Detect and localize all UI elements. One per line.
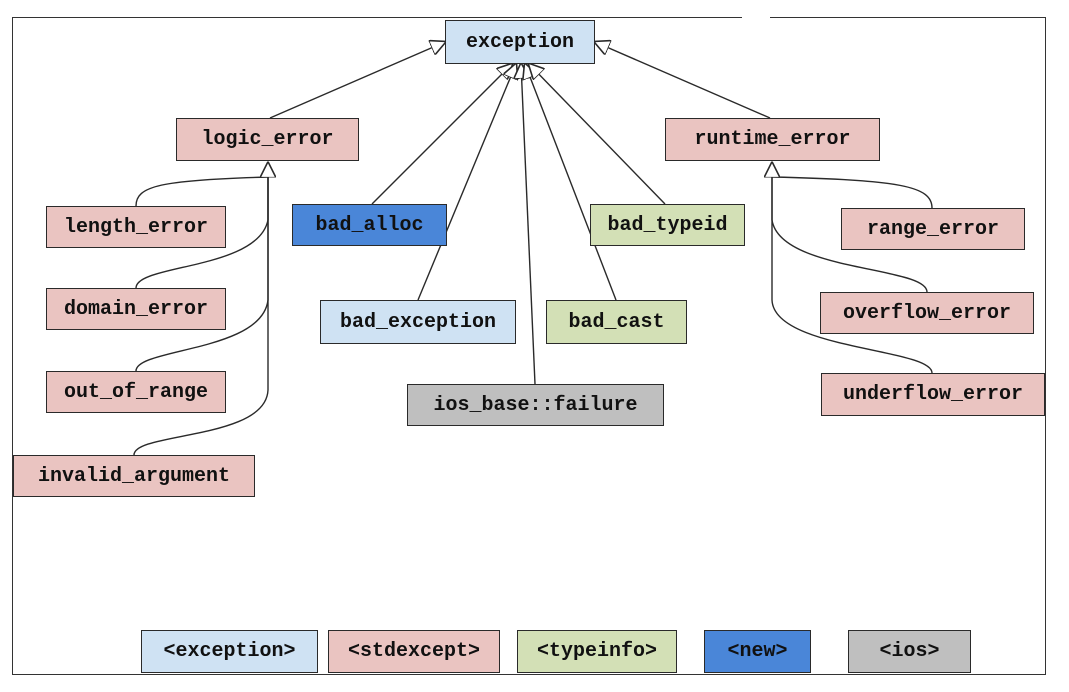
- node-overflow-error: overflow_error: [820, 292, 1034, 334]
- legend-new: <new>: [704, 630, 811, 673]
- edge-out-of-range-to-logic-error: [135, 177, 269, 372]
- edge-bad-exception-to-exception: [417, 64, 516, 301]
- node-logic-error: logic_error: [176, 118, 359, 161]
- edge-overflow-error-to-runtime-error: [771, 177, 928, 293]
- node-range-error: range_error: [841, 208, 1025, 250]
- legend-exception: <exception>: [141, 630, 318, 673]
- edge-domain-error-to-logic-error: [135, 177, 269, 289]
- edge-runtime-error-to-exception: [595, 42, 771, 119]
- edge-length-error-to-logic-error: [135, 176, 269, 207]
- node-domain-error: domain_error: [46, 288, 226, 330]
- node-exception: exception: [445, 20, 595, 64]
- node-runtime-error: runtime_error: [665, 118, 880, 161]
- node-bad-cast: bad_cast: [546, 300, 687, 344]
- edge-bad-alloc-to-exception: [371, 64, 512, 205]
- legend-stdexcept: <stdexcept>: [328, 630, 500, 673]
- node-out-of-range: out_of_range: [46, 371, 226, 413]
- legend-ios: <ios>: [848, 630, 971, 673]
- edge-bad-typeid-to-exception: [529, 64, 666, 205]
- legend-typeinfo: <typeinfo>: [517, 630, 677, 673]
- edge-underflow-error-to-runtime-error: [772, 163, 933, 374]
- node-ios-base-failure: ios_base::failure: [407, 384, 664, 426]
- node-bad-alloc: bad_alloc: [292, 204, 447, 246]
- edge-invalid-argument-to-logic-error: [133, 163, 268, 456]
- edge-bad-cast-to-exception: [525, 64, 617, 301]
- edge-range-error-to-runtime-error: [771, 176, 933, 209]
- node-underflow-error: underflow_error: [821, 373, 1045, 416]
- node-bad-exception: bad_exception: [320, 300, 516, 344]
- node-invalid-argument: invalid_argument: [13, 455, 255, 497]
- edge-ios-failure-to-exception: [521, 64, 536, 385]
- node-bad-typeid: bad_typeid: [590, 204, 745, 246]
- edge-logic-error-to-exception: [269, 42, 445, 119]
- node-length-error: length_error: [46, 206, 226, 248]
